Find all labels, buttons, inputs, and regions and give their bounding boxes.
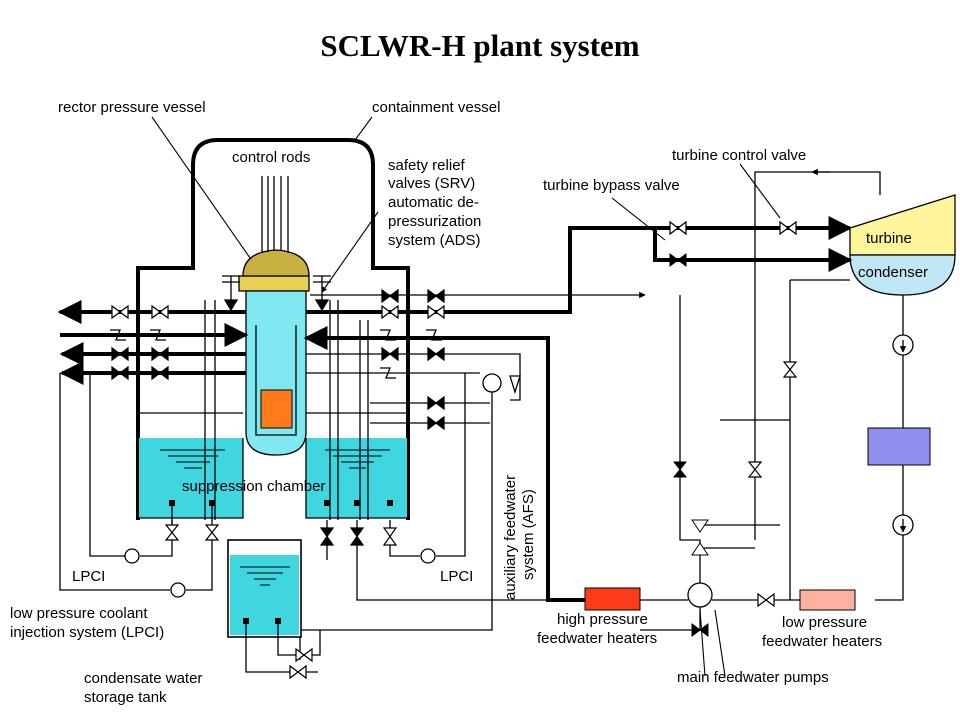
diagram-title: SCLWR-H plant system: [320, 28, 640, 63]
lp-isolation-valve: [757, 592, 775, 608]
label-cst-1: condensate water: [84, 670, 202, 687]
reactor-pressure-vessel: [245, 290, 307, 456]
lpci-pump-left: [124, 548, 140, 564]
label-srv-4: pressurization: [388, 213, 481, 230]
main-feedwater-pump: [687, 582, 713, 608]
lp-feedwater-heater: [799, 589, 856, 611]
label-suppression-chamber: suppression chamber: [182, 478, 325, 495]
label-containment: containment vessel: [372, 99, 500, 116]
condenser: [849, 254, 956, 296]
label-lpci-left: LPCI: [72, 568, 105, 585]
reactor-core: [260, 389, 293, 429]
label-lp-1: low pressure: [782, 614, 867, 631]
right-isolation-valves: [381, 288, 445, 431]
label-cst-2: storage tank: [84, 689, 167, 706]
label-lp-2: feedwater heaters: [762, 633, 882, 650]
label-srv-1: safety relief: [388, 157, 466, 174]
left-isolation-valves: [111, 304, 169, 381]
rpv-flange: [238, 275, 310, 292]
label-control-rods: control rods: [232, 149, 310, 166]
srv-valve-left: [222, 275, 240, 312]
suppression-pool-left: [139, 438, 243, 518]
control-rods: [261, 176, 289, 253]
label-srv-5: system (ADS): [388, 232, 481, 249]
label-turbine: turbine: [866, 230, 912, 247]
label-lpci-right: LPCI: [440, 568, 473, 585]
label-hp-1: high pressure: [557, 611, 648, 628]
bypass-valve: [669, 253, 687, 267]
hp-bypass-valve: [691, 623, 709, 637]
hp-feedwater-heater: [584, 587, 641, 611]
gland-condenser: [867, 427, 931, 466]
label-srv-3: automatic de-: [388, 194, 479, 211]
label-condenser: condenser: [858, 264, 928, 281]
label-mfp: main feedwater pumps: [677, 669, 829, 686]
label-lpci-sys-1: low pressure coolant: [10, 605, 148, 622]
label-rpv: rector pressure vessel: [58, 99, 206, 116]
srv-valve-right: [313, 275, 331, 312]
label-turbine-control-valve: turbine control valve: [672, 147, 806, 164]
label-turbine-bypass-valve: turbine bypass valve: [543, 177, 680, 194]
containment-vessel: [136, 138, 410, 520]
lpci-pump-lower: [170, 582, 186, 598]
label-lpci-sys-2: injection system (LPCI): [10, 624, 164, 641]
pool-surface-lines: [160, 449, 390, 469]
rpv-head: [242, 249, 310, 277]
label-afs-1: auxiliary feedwater: [502, 475, 519, 600]
lpci-pump-right: [420, 548, 436, 564]
label-hp-2: feedwater heaters: [537, 630, 657, 647]
label-afs-2: system (AFS): [520, 489, 537, 580]
label-srv-2: valves (SRV): [388, 175, 475, 192]
afs-pump: [482, 373, 502, 393]
